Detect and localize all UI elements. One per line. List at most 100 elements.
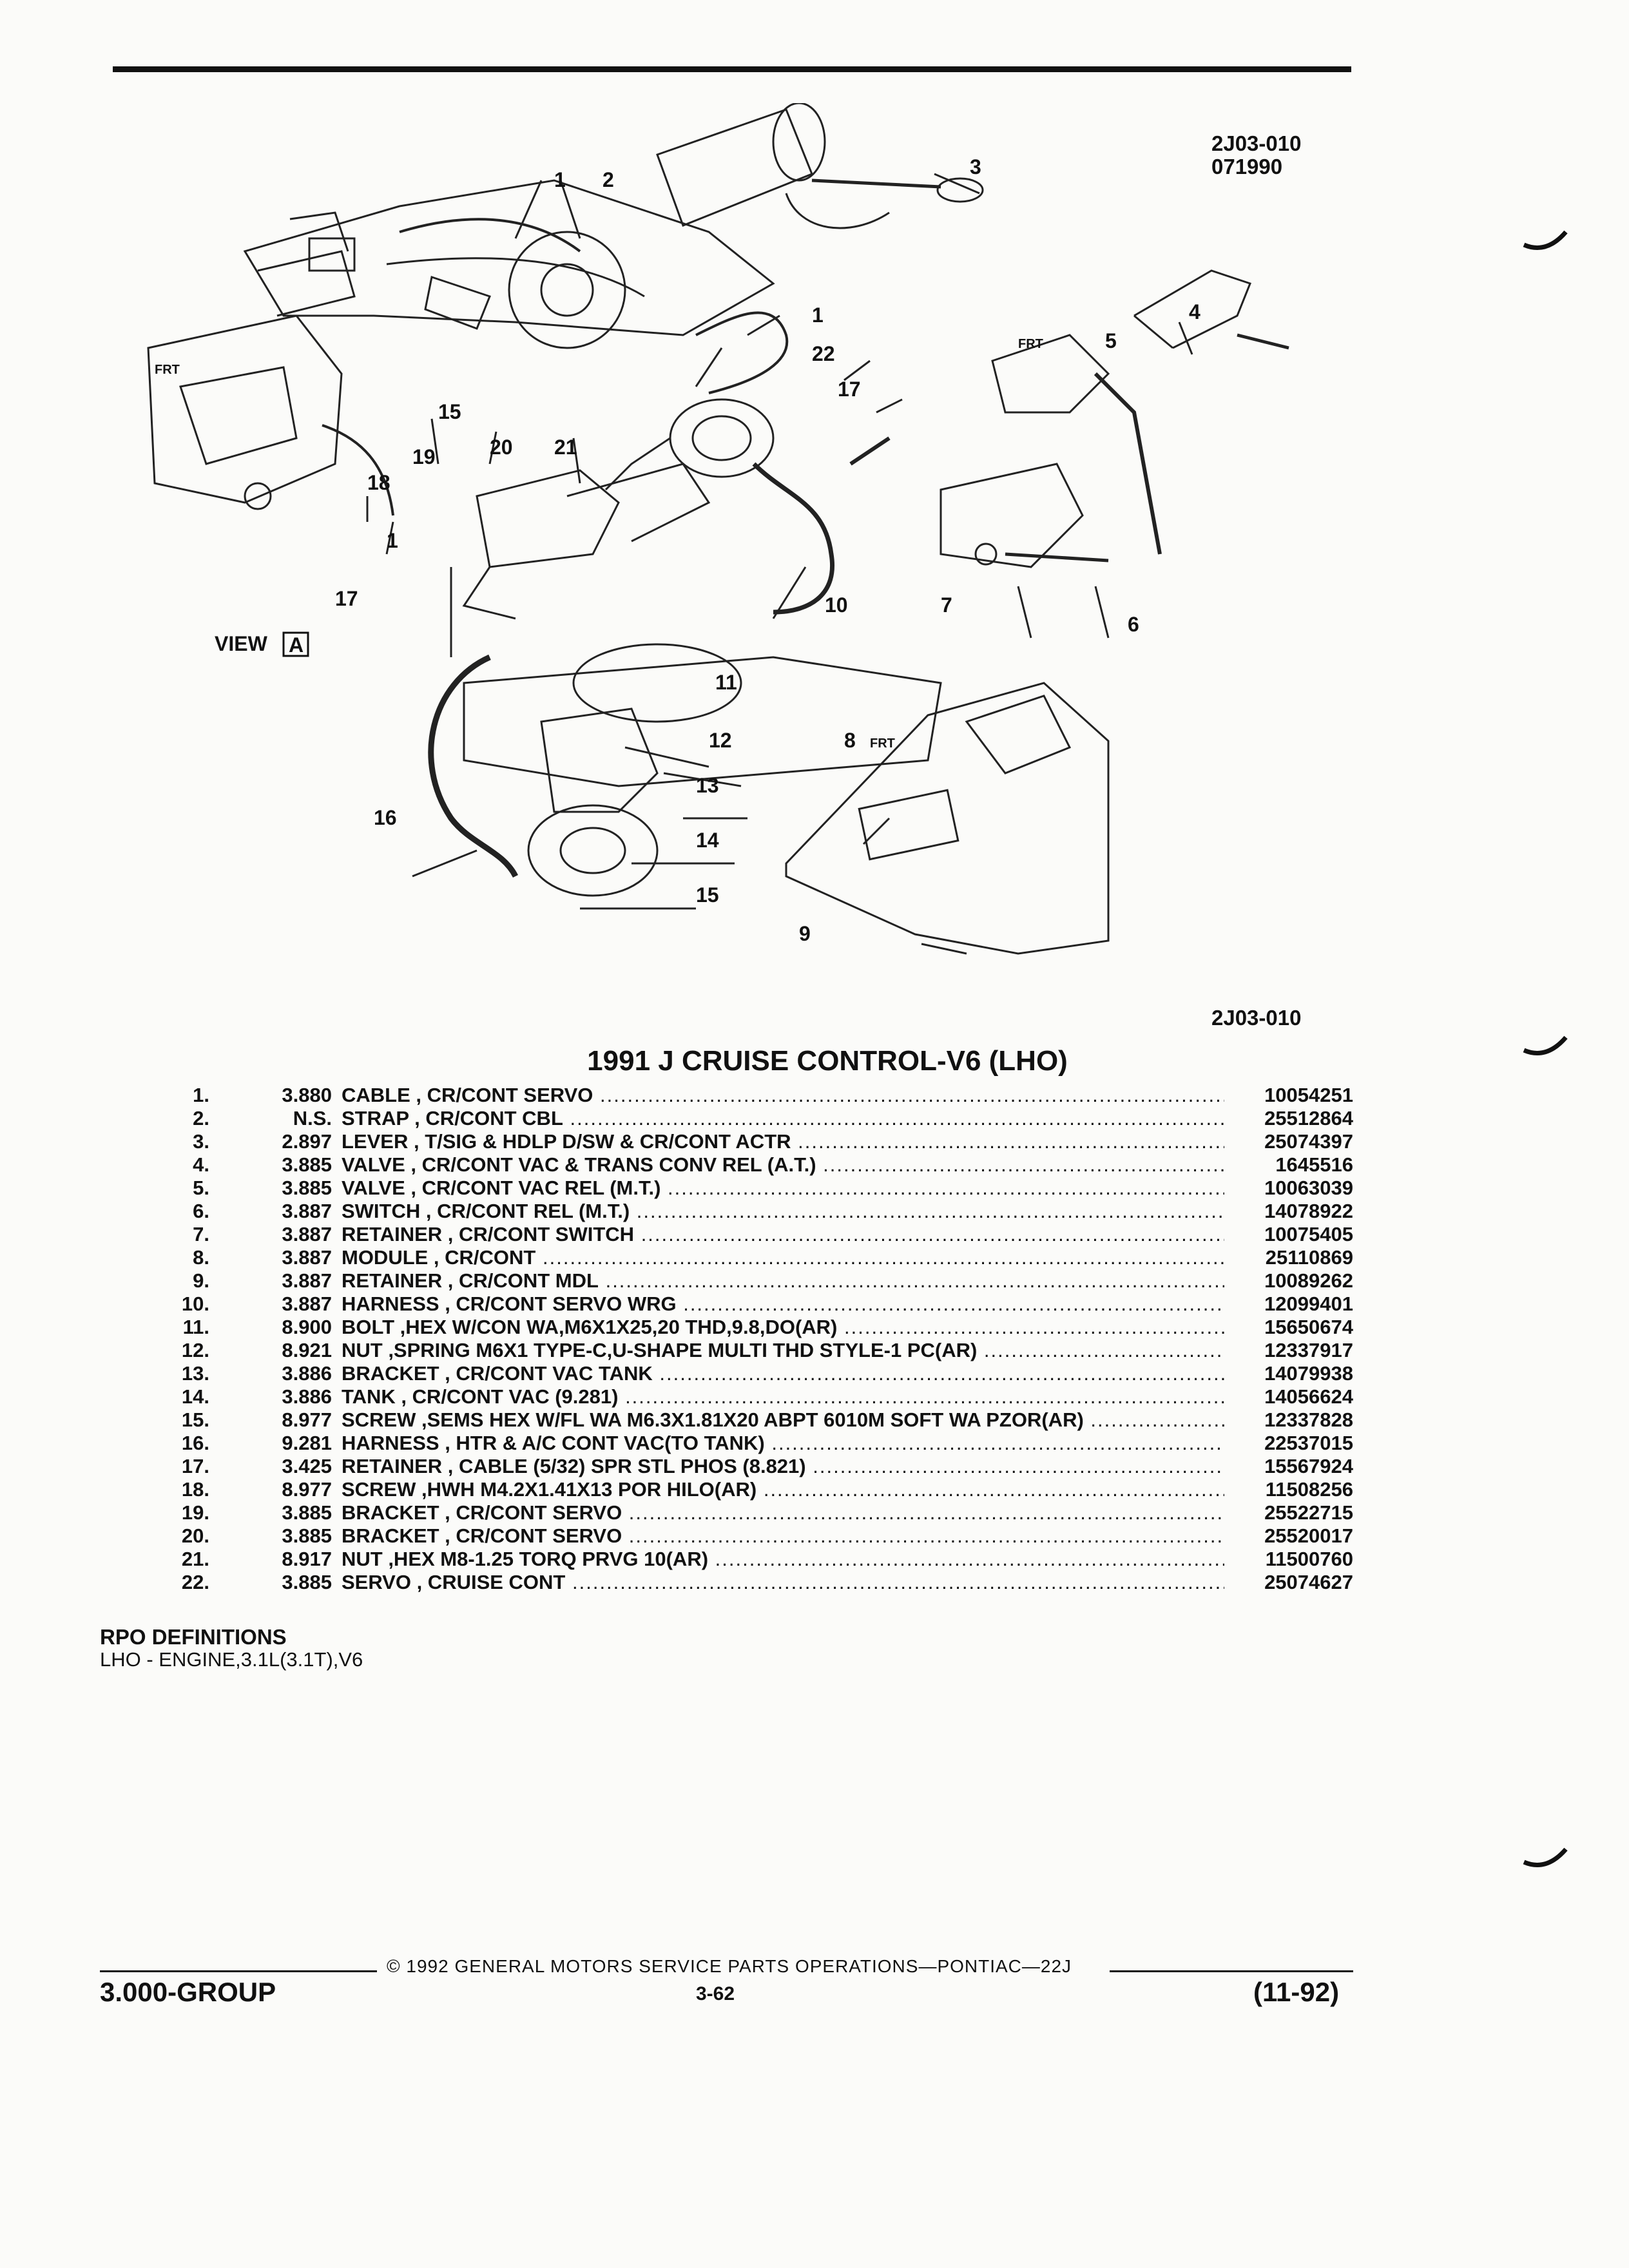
callout: 20 (490, 436, 513, 459)
binding-mark (1523, 230, 1568, 250)
list-title: 1991 J CRUISE CONTROL-V6 (LHO) (587, 1045, 1068, 1077)
part-number: 10054251 (1259, 1084, 1353, 1107)
part-number: 11508256 (1260, 1478, 1353, 1501)
part-number: 25110869 (1260, 1246, 1353, 1269)
svg-text:FRT: FRT (1018, 337, 1043, 351)
item-number: 19. (181, 1501, 209, 1524)
group-code: 3.887 (282, 1293, 332, 1315)
cruise-control-exploded-diagram: VIEW A FRT FRT FRT 1 2 3 1 22 17 4 5 15 … (147, 103, 1289, 955)
part-description: SWITCH , CR/CONT REL (M.T.) (342, 1200, 1224, 1223)
callout: 2 (602, 168, 614, 191)
part-description: TANK , CR/CONT VAC (9.281) (342, 1385, 1224, 1408)
part-number: 12337828 (1259, 1408, 1353, 1432)
item-number: 16. (181, 1432, 209, 1454)
item-number: 10. (181, 1293, 209, 1315)
callout: 1 (812, 303, 824, 327)
svg-text:A: A (289, 633, 304, 657)
part-number: 10075405 (1259, 1223, 1353, 1246)
part-description: LEVER , T/SIG & HDLP D/SW & CR/CONT ACTR (342, 1130, 1224, 1153)
callout: 5 (1105, 329, 1117, 352)
callout: 18 (367, 471, 390, 494)
item-number: 8. (193, 1246, 209, 1269)
part-number: 1645516 (1270, 1153, 1353, 1177)
item-number: 1. (193, 1084, 209, 1106)
group-code: 9.281 (282, 1432, 332, 1454)
callout: 6 (1128, 613, 1139, 636)
top-rule (113, 66, 1351, 72)
vacuum-tank (527, 804, 659, 897)
part-description: VALVE , CR/CONT VAC REL (M.T.) (342, 1177, 1224, 1200)
part-number: 15650674 (1259, 1316, 1353, 1339)
item-number: 3. (193, 1130, 209, 1153)
parts-row: 18. 8.977 SCREW ,HWH M4.2X1.41X13 POR HILO… (148, 1478, 1353, 1501)
svg-text:VIEW: VIEW (215, 632, 268, 655)
copyright: © 1992 GENERAL MOTORS SERVICE PARTS OPER… (387, 1956, 1072, 1976)
group-code: 8.900 (282, 1316, 332, 1338)
date-code: 071990 (1211, 155, 1283, 178)
svg-text:FRT: FRT (870, 736, 895, 751)
callout: 3 (970, 155, 981, 178)
item-number: 11. (182, 1316, 209, 1338)
part-number: 12099401 (1259, 1293, 1353, 1316)
dashboard-outline (243, 179, 775, 336)
item-number: 18. (181, 1478, 209, 1501)
pedal-bracket (991, 334, 1110, 414)
item-number: 5. (193, 1177, 209, 1199)
part-description: SCREW ,SEMS HEX W/FL WA M6.3X1.81X20 ABP… (342, 1408, 1224, 1432)
group-code: 3.885 (282, 1177, 332, 1199)
item-number: 9. (193, 1269, 209, 1292)
servo-bracket-19 (476, 469, 620, 568)
callout: 15 (696, 883, 719, 907)
switch-bracket (940, 463, 1084, 568)
group-code: 3.885 (282, 1571, 332, 1593)
callout: 10 (825, 593, 848, 617)
item-number: 6. (193, 1200, 209, 1222)
item-number: 13. (181, 1362, 209, 1385)
part-number: 14056624 (1259, 1385, 1353, 1408)
frt-arrows: FRT FRT FRT (155, 337, 1043, 751)
diagram-code: 2J03-010 (1211, 131, 1302, 155)
callout: 21 (554, 436, 577, 459)
group-code: 8.921 (282, 1339, 332, 1361)
callout: 8 (844, 729, 856, 752)
part-number: 10089262 (1259, 1269, 1353, 1293)
part-number: 25074397 (1259, 1130, 1353, 1153)
lever (811, 178, 941, 189)
group-code: 3.887 (282, 1223, 332, 1245)
item-number: 12. (181, 1339, 209, 1361)
tank-bracket (540, 707, 659, 813)
part-number: 25074627 (1259, 1571, 1353, 1594)
part-number: 15567924 (1259, 1455, 1353, 1478)
group-code: 3.886 (282, 1385, 332, 1408)
callout: 7 (941, 593, 952, 617)
servo-bracket-20 (566, 463, 711, 543)
part-description: BRACKET , CR/CONT VAC TANK (342, 1362, 1224, 1385)
revision-date: (11-92) (1253, 1977, 1340, 2007)
group-code: 3.886 (282, 1362, 332, 1385)
group-code: N.S. (293, 1107, 332, 1129)
part-description: NUT ,SPRING M6X1 TYPE-C,U-SHAPE MULTI TH… (342, 1339, 1224, 1362)
part-description: SCREW ,HWH M4.2X1.41X13 POR HILO(AR) (342, 1478, 1224, 1501)
part-description: RETAINER , CABLE (5/32) SPR STL PHOS (8.… (342, 1455, 1224, 1478)
part-number: 11500760 (1260, 1548, 1353, 1571)
item-number: 17. (181, 1455, 209, 1477)
callout: 14 (696, 829, 719, 852)
group-code: 3.887 (282, 1269, 332, 1292)
cruise-module (858, 789, 959, 861)
parts-row: 12. 8.921 NUT ,SPRING M6X1 TYPE-C,U-SHAPE … (148, 1339, 1353, 1362)
item-number: 20. (181, 1524, 209, 1547)
page-number: 3-62 (696, 1983, 735, 2004)
part-description: HARNESS , HTR & A/C CONT VAC(TO TANK) (342, 1432, 1224, 1455)
group-code: 8.977 (282, 1478, 332, 1501)
diagram-callouts: 1 2 3 1 22 17 4 5 15 19 20 21 18 1 17 10… (335, 155, 1200, 945)
